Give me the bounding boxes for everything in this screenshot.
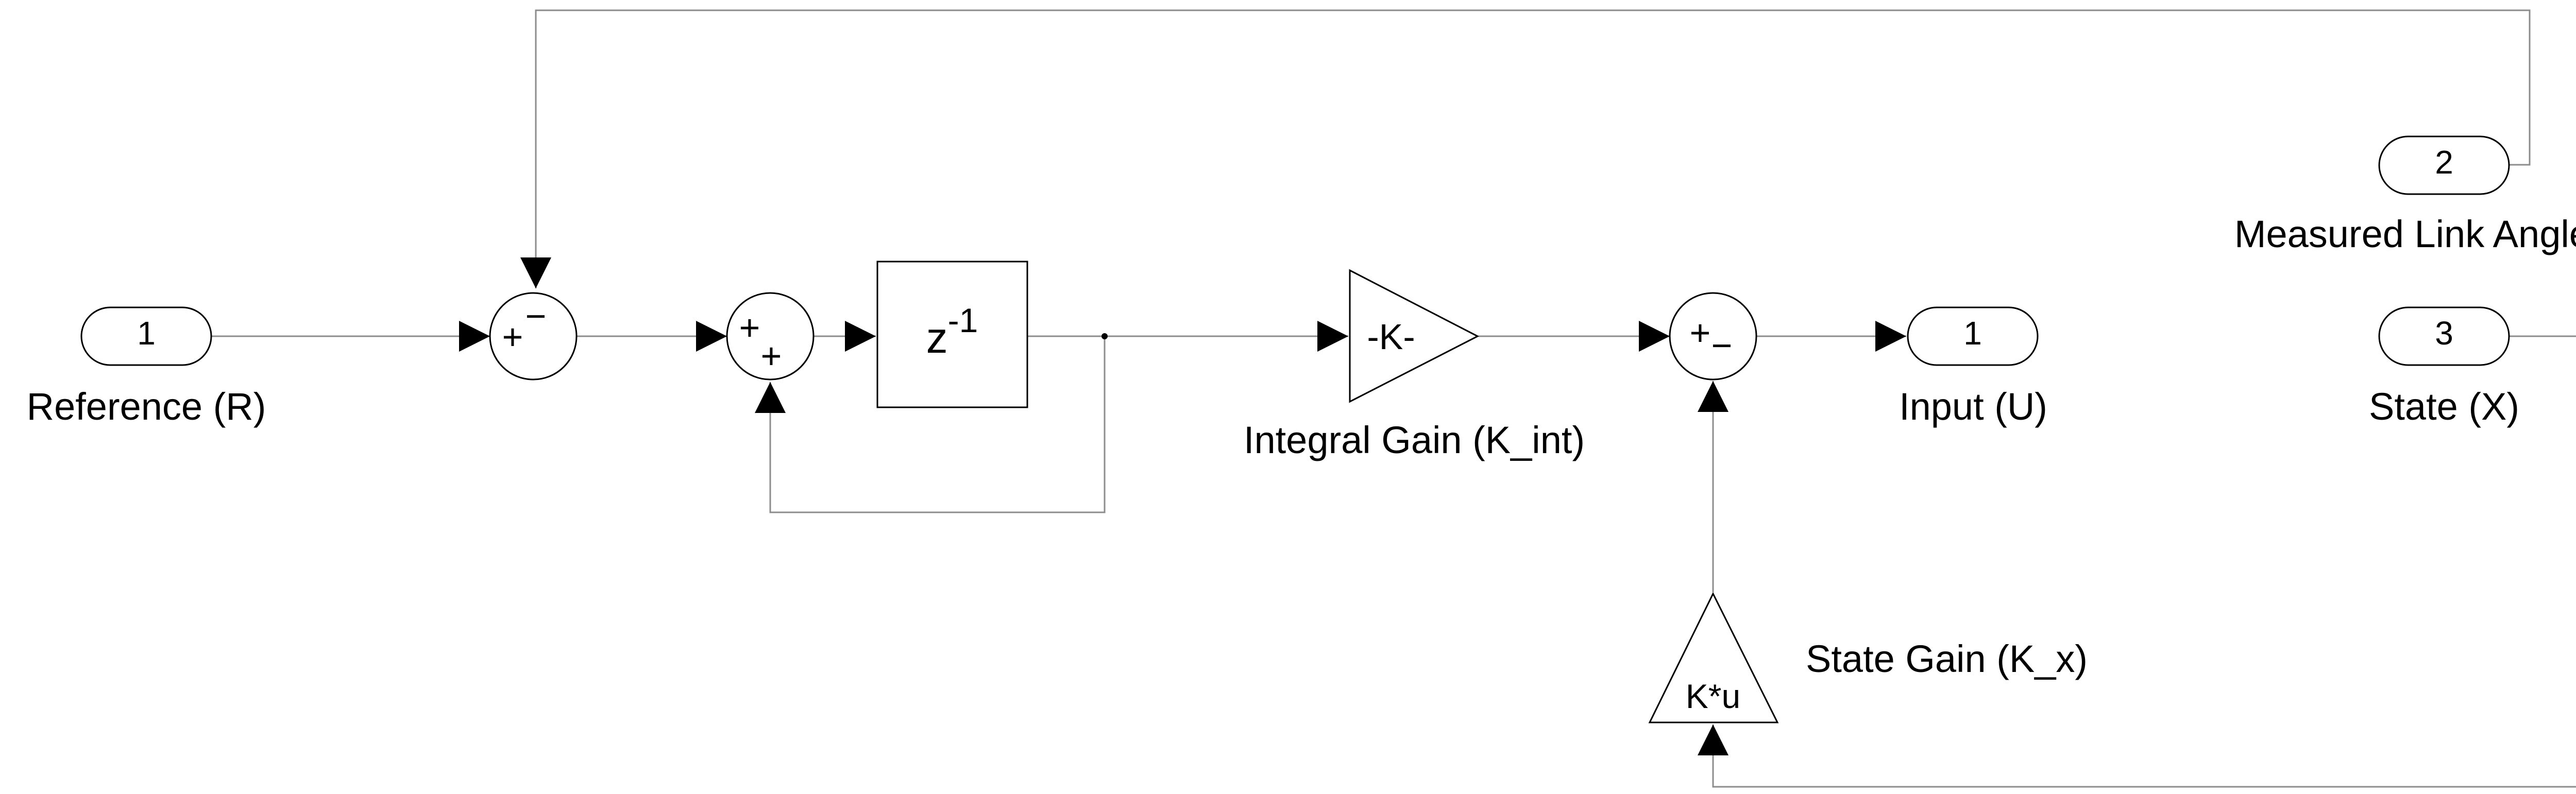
- delay-feedback-line: [755, 336, 1106, 513]
- inport-measured-angle-label: Measured Link Angle (Y): [2234, 213, 2576, 255]
- outport-input-label: Input (U): [1899, 385, 2047, 428]
- outport-input[interactable]: 1: [1907, 306, 2039, 366]
- measured-feedback-line: [520, 9, 2531, 288]
- unit-delay-exponent: -1: [948, 301, 978, 339]
- integrator-sum-bottom-sign: +: [761, 336, 782, 376]
- unit-delay-block[interactable]: z-1: [876, 261, 1028, 408]
- state-feedback-line: [1698, 335, 2576, 788]
- integrator-sum-left-sign: +: [739, 307, 760, 348]
- control-sum-left-sign: +: [1690, 313, 1711, 353]
- inport-state-number: 3: [2435, 315, 2453, 352]
- integral-gain-block[interactable]: -K-: [1349, 269, 1480, 403]
- inport-reference[interactable]: 1: [80, 306, 212, 366]
- inport-state-label: State (X): [2369, 385, 2519, 428]
- branch-point: [1101, 333, 1108, 339]
- inport-measured-angle-number: 2: [2435, 144, 2453, 181]
- control-sum-bottom-sign: −: [1711, 325, 1733, 366]
- inport-state[interactable]: 3: [2378, 306, 2510, 366]
- state-gain-block[interactable]: K*u: [1648, 592, 1779, 723]
- inport-reference-number: 1: [137, 315, 156, 352]
- outport-input-number: 1: [1963, 315, 1982, 352]
- integral-gain-text: -K-: [1367, 317, 1415, 357]
- state-gain-text: K*u: [1686, 677, 1740, 715]
- error-sum-left-sign: +: [502, 317, 523, 357]
- state-gain-label: State Gain (K_x): [1806, 637, 2088, 680]
- signal-lines: [211, 9, 2576, 788]
- unit-delay-base: z: [926, 314, 948, 362]
- inport-measured-angle[interactable]: 2: [2378, 135, 2510, 195]
- integral-gain-label: Integral Gain (K_int): [1244, 419, 1585, 461]
- integrator-sum-block[interactable]: + +: [726, 292, 815, 381]
- error-sum-top-sign: −: [526, 296, 547, 336]
- error-sum-block[interactable]: + −: [489, 292, 578, 381]
- control-sum-block[interactable]: + −: [1669, 292, 1757, 381]
- inport-reference-label: Reference (R): [27, 385, 266, 428]
- svg-text:z-1: z-1: [926, 301, 978, 362]
